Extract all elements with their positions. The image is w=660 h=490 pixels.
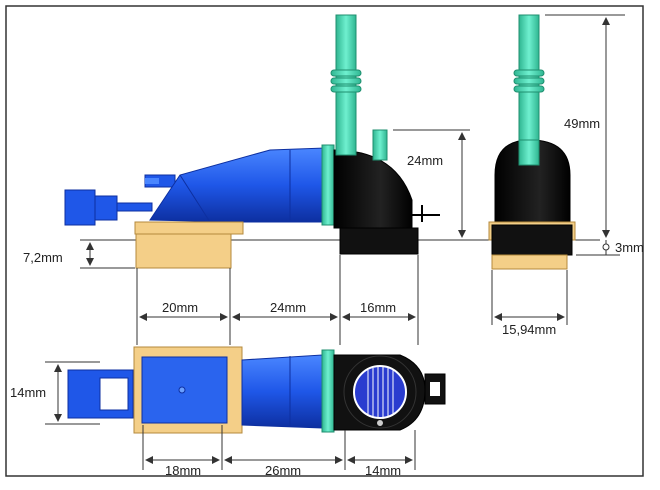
drawing-border	[5, 5, 644, 477]
dim-side-width: 15,94mm	[502, 322, 556, 337]
dim-flange-thickness: 7,2mm	[23, 250, 63, 265]
dim-bottom-mid: 26mm	[265, 463, 301, 478]
dim-bottom-left: 18mm	[165, 463, 201, 478]
vertical-pipe	[335, 14, 357, 156]
front-view	[64, 14, 440, 269]
dim-plan-height: 14mm	[10, 385, 46, 400]
dim-side-flange: 3mm	[615, 240, 644, 255]
tan-flange-top	[134, 221, 244, 235]
dimension-lines	[45, 14, 625, 470]
dim-front-height: 24mm	[407, 153, 443, 168]
fan-circle	[353, 365, 407, 419]
black-elbow	[333, 149, 413, 229]
side-view	[488, 14, 576, 270]
dim-top-left: 20mm	[162, 300, 198, 315]
tan-flange	[135, 233, 232, 269]
dim-top-mid: 24mm	[270, 300, 306, 315]
duct-elbow	[149, 147, 326, 223]
dim-side-height: 49mm	[564, 116, 600, 131]
green-ring	[321, 144, 335, 226]
dim-top-right: 16mm	[360, 300, 396, 315]
plan-view	[67, 346, 446, 434]
dim-bottom-right: 14mm	[365, 463, 401, 478]
motor-block	[64, 189, 96, 226]
